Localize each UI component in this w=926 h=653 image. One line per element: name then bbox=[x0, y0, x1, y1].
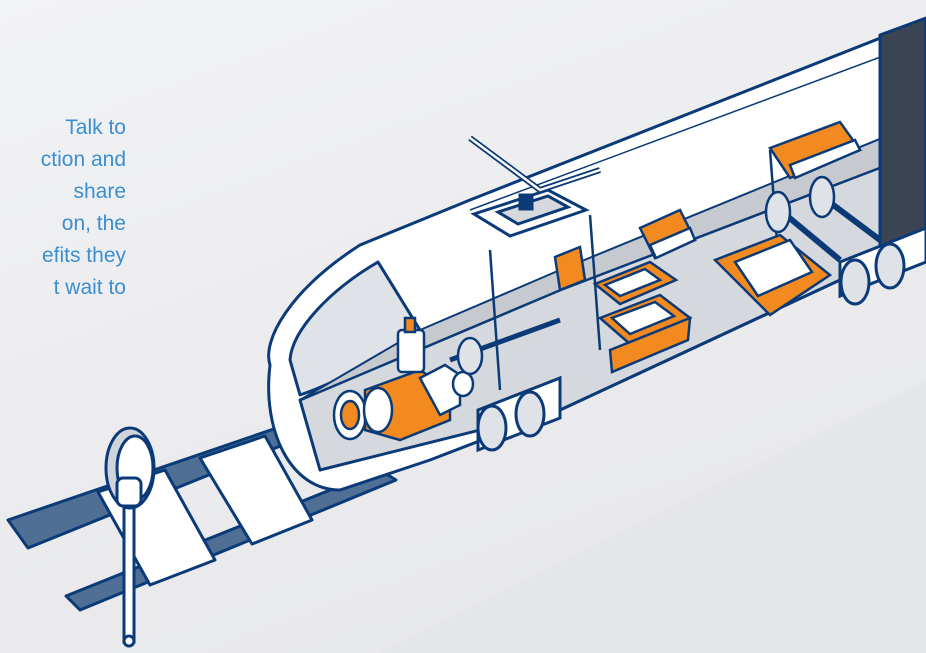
transformer-cylinder bbox=[398, 330, 424, 372]
